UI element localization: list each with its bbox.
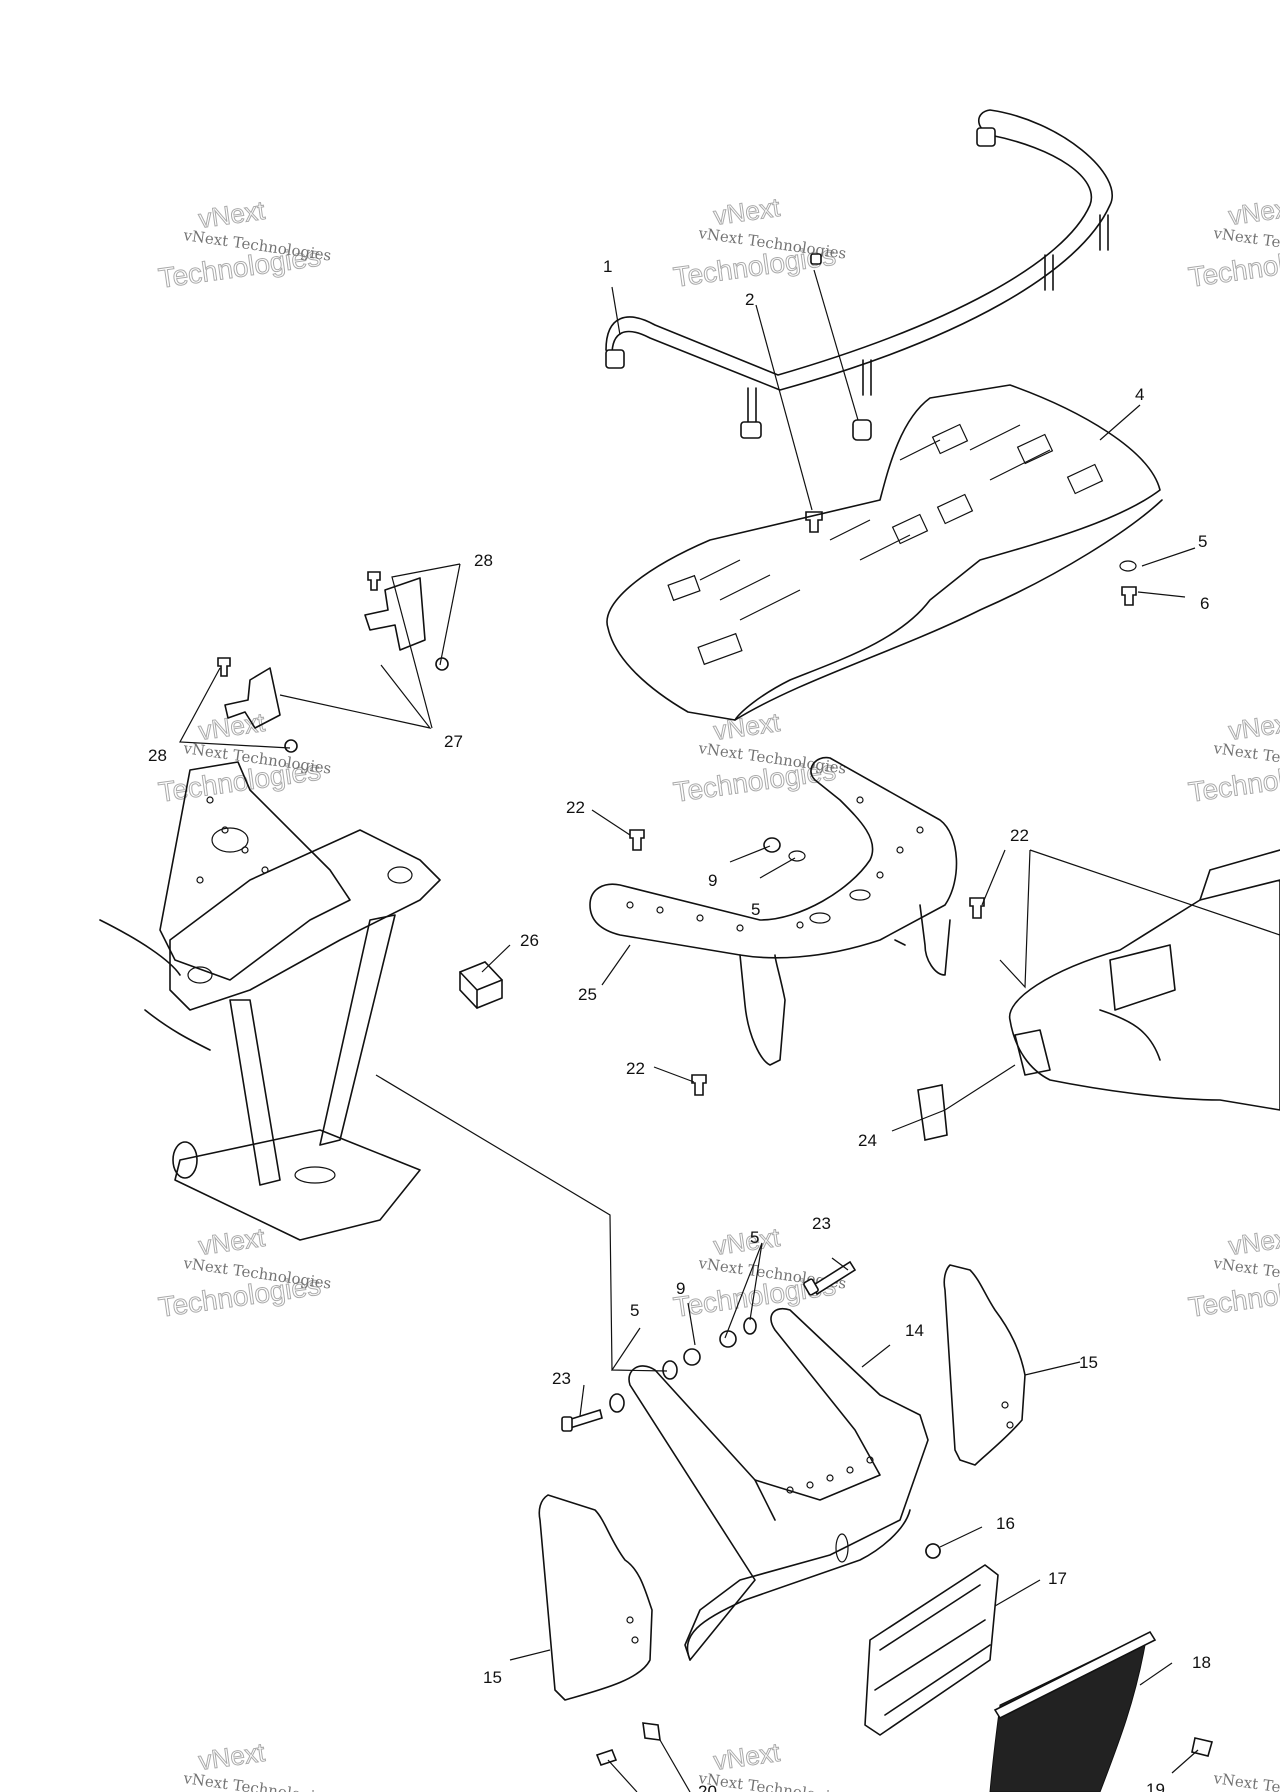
- svg-text:vNext: vNext: [712, 192, 783, 231]
- callout-15-right: 15: [1079, 1353, 1098, 1372]
- watermark-top-left: vNext vNext Technologies Technologies: [156, 194, 332, 294]
- part-screws: [595, 1722, 1213, 1766]
- callout-23: 23: [812, 1214, 831, 1233]
- callout-20: 20: [698, 1782, 717, 1792]
- callout-24: 24: [858, 1131, 877, 1150]
- part-brush-guard: [989, 1630, 1157, 1792]
- svg-text:vNext: vNext: [197, 195, 268, 234]
- part-front-bumper: [1008, 849, 1280, 1111]
- callout-5-mid: 5: [751, 900, 760, 919]
- svg-text:vNext: vNext: [197, 1222, 268, 1261]
- callout-5-left: 5: [630, 1301, 639, 1320]
- callout-23-left: 23: [552, 1369, 571, 1388]
- part-side-guard-right: [943, 1264, 1026, 1466]
- part-block: [459, 961, 503, 1009]
- part-rack-plate: [606, 384, 1163, 721]
- svg-text:vNext: vNext: [197, 1737, 268, 1776]
- svg-text:vNext: vNext: [1227, 1222, 1280, 1261]
- rack-fasteners: [805, 253, 1137, 606]
- part-front-rack-support: [589, 756, 958, 1066]
- callout-1: 1: [603, 257, 612, 276]
- callout-18: 18: [1192, 1653, 1211, 1672]
- part-reflector: [917, 1084, 948, 1141]
- watermark-bottom-left: vNext vNext Technologies: [181, 1736, 332, 1792]
- svg-text:vNext Technologies: vNext Technologies: [181, 1769, 332, 1792]
- watermark-lower-center: vNext vNext Technologies Technologies: [671, 1221, 847, 1323]
- watermark-mid-right: vNext vNext Technologies Technologies: [1186, 706, 1280, 808]
- front-rack-fasteners: [629, 829, 985, 1096]
- svg-text:vNext Technologies: vNext Technologies: [696, 1769, 847, 1792]
- part-grille: [864, 1543, 999, 1736]
- callout-5: 5: [1198, 532, 1207, 551]
- watermark-mid-center: vNext vNext Technologies Technologies: [671, 706, 847, 808]
- watermark-lower-left: vNext vNext Technologies Technologies: [156, 1221, 332, 1323]
- callout-22-right: 22: [1010, 826, 1029, 845]
- callout-16: 16: [996, 1514, 1015, 1533]
- svg-text:vNext Technologies: vNext Technologies: [1211, 1769, 1280, 1792]
- callout-4: 4: [1135, 385, 1144, 404]
- callout-28: 28: [474, 551, 493, 570]
- part-side-guard-left: [538, 1494, 653, 1701]
- svg-text:vNext: vNext: [1227, 192, 1280, 231]
- callout-22: 22: [566, 798, 585, 817]
- callout-5-lower: 5: [750, 1228, 759, 1247]
- part-front-frame: [99, 761, 441, 1241]
- callout-2: 2: [745, 290, 754, 309]
- svg-text:vNext: vNext: [1227, 707, 1280, 746]
- part-brackets: [217, 571, 449, 753]
- svg-text:vNext: vNext: [712, 1222, 783, 1261]
- watermark-bottom-right: vNext Technologies: [1211, 1769, 1280, 1792]
- callout-27: 27: [444, 732, 463, 751]
- callout-22-bottom: 22: [626, 1059, 645, 1078]
- callout-labels: 1 2 4 5 6 28 27 28 22 9 5 22 26 25 22 24…: [148, 257, 1211, 1792]
- callout-9: 9: [708, 871, 717, 890]
- callout-19: 19: [1146, 1780, 1165, 1792]
- watermark-bottom-center: vNext vNext Technologies: [696, 1736, 847, 1792]
- watermark-top-right: vNext vNext Technologies Technologies: [1186, 191, 1280, 293]
- watermark-top-center: vNext vNext Technologies Technologies: [671, 191, 847, 293]
- callout-17: 17: [1048, 1569, 1067, 1588]
- callout-25: 25: [578, 985, 597, 1004]
- part-bumper-bracket: [628, 1308, 929, 1661]
- watermark-mid-left: vNext vNext Technologies Technologies: [156, 706, 332, 808]
- callout-26: 26: [520, 931, 539, 950]
- leader-lines: [179, 269, 1280, 1792]
- callout-9-lower: 9: [676, 1279, 685, 1298]
- svg-text:vNext: vNext: [712, 1737, 783, 1776]
- callout-6: 6: [1200, 594, 1209, 613]
- watermark-lower-right: vNext vNext Technologies Technologies: [1186, 1221, 1280, 1323]
- callout-28-left: 28: [148, 746, 167, 765]
- callout-15-left: 15: [483, 1668, 502, 1687]
- callout-14: 14: [905, 1321, 924, 1340]
- part-rear-rack-rail: [605, 109, 1113, 439]
